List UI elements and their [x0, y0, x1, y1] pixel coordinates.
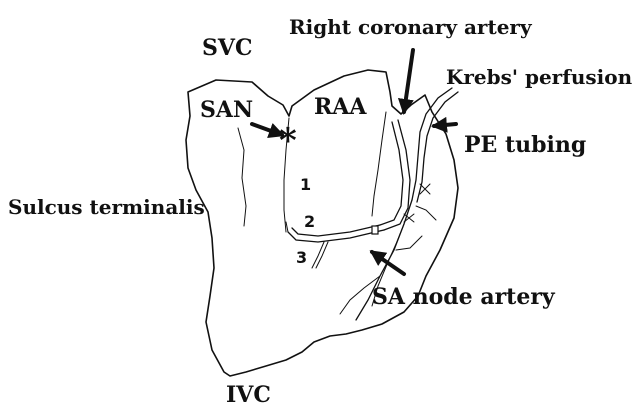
label-ivc: IVC — [226, 382, 271, 405]
label-raa: RAA — [314, 94, 367, 120]
label-pe-tubing: PE tubing — [464, 132, 586, 158]
arrow-sa-node-artery — [372, 252, 404, 274]
branch-number-1: 1 — [300, 175, 311, 194]
san-marker: * — [279, 121, 297, 161]
arrow-right-coronary-artery — [404, 50, 413, 112]
label-sulcus-terminalis: Sulcus terminalis — [8, 195, 205, 219]
pe-tubing-line — [417, 92, 458, 202]
branch-number-2: 2 — [304, 212, 315, 231]
coronary-artery-wall-inner — [380, 122, 403, 225]
cannula-site — [372, 226, 378, 234]
arrow-san — [252, 124, 282, 135]
branch-number-3: 3 — [296, 248, 307, 267]
artery-branch-5 — [416, 206, 436, 220]
sa-node-artery-wall-outer — [288, 230, 384, 242]
artery-branch-4 — [396, 236, 422, 250]
label-krebs-perfusion: Krebs' perfusion — [446, 65, 633, 89]
krebs-perfusion-line — [412, 88, 452, 200]
arrow-pe-tubing — [434, 124, 456, 126]
ligature-mark-1 — [420, 184, 430, 194]
raa-ridge — [372, 112, 386, 216]
label-san: SAN — [200, 97, 253, 123]
label-right-coronary-artery: Right coronary artery — [289, 15, 533, 39]
label-svc: SVC — [202, 35, 252, 61]
sulcus-contour — [238, 128, 246, 226]
label-sa-node-artery: SA node artery — [372, 284, 556, 310]
